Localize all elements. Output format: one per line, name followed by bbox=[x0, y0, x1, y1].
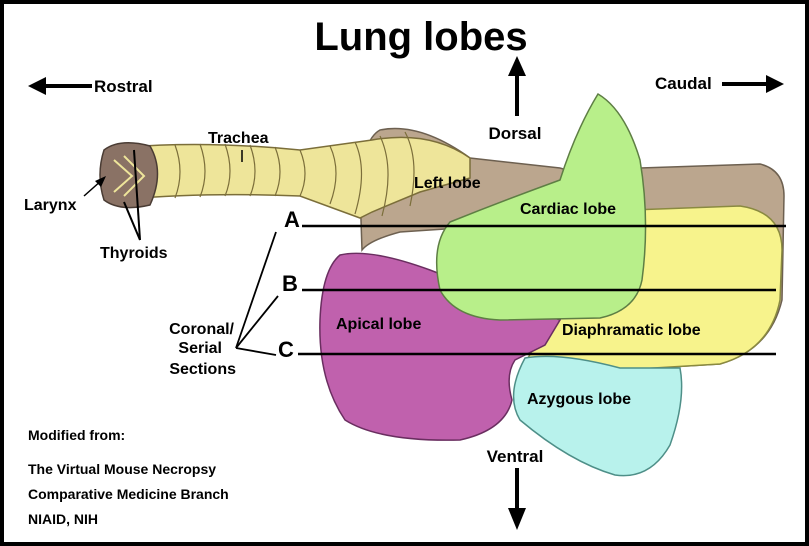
section-caption-line2: Serial bbox=[178, 340, 222, 357]
credit-line3: Comparative Medicine Branch bbox=[28, 486, 229, 502]
section-a-letter: A bbox=[284, 207, 300, 232]
credit-line4: NIAID, NIH bbox=[28, 511, 98, 527]
caudal-label: Caudal bbox=[655, 74, 712, 93]
section-c-letter: C bbox=[278, 337, 294, 362]
section-b-letter: B bbox=[282, 271, 298, 296]
trachea-shape bbox=[117, 131, 471, 219]
section-caption-line3: Sections bbox=[169, 361, 236, 378]
cardiac-lobe-label: Cardiac lobe bbox=[520, 201, 616, 218]
credit-line2: The Virtual Mouse Necropsy bbox=[28, 461, 216, 477]
ventral-arrow-icon bbox=[508, 468, 526, 530]
rostral-arrow-icon bbox=[28, 77, 92, 95]
cardiac-lobe-shape bbox=[435, 92, 647, 321]
section-caption-line1: Coronal/ bbox=[169, 321, 234, 338]
section-caption-pointers bbox=[235, 231, 279, 356]
azygous-lobe-label: Azygous lobe bbox=[527, 391, 631, 408]
larynx-pointer-icon bbox=[83, 176, 106, 197]
dorsal-label: Dorsal bbox=[489, 124, 542, 143]
thyroids-label: Thyroids bbox=[100, 245, 168, 262]
larynx-shape bbox=[99, 142, 159, 209]
azygous-lobe-shape bbox=[512, 355, 683, 477]
thyroids-pointer-lines bbox=[123, 149, 141, 241]
apical-lobe-label: Apical lobe bbox=[336, 316, 421, 333]
page-title: Lung lobes bbox=[314, 15, 527, 59]
larynx-label: Larynx bbox=[24, 197, 77, 214]
ventral-label: Ventral bbox=[487, 447, 544, 466]
rostral-label: Rostral bbox=[94, 77, 153, 96]
credit-line1: Modified from: bbox=[28, 427, 125, 443]
trachea-label: Trachea bbox=[208, 130, 269, 147]
left-lobe-label: Left lobe bbox=[414, 175, 481, 192]
dorsal-arrow-icon bbox=[508, 56, 526, 116]
caudal-arrow-icon bbox=[722, 75, 784, 93]
diaphramatic-lobe-label: Diaphramatic lobe bbox=[562, 322, 701, 339]
